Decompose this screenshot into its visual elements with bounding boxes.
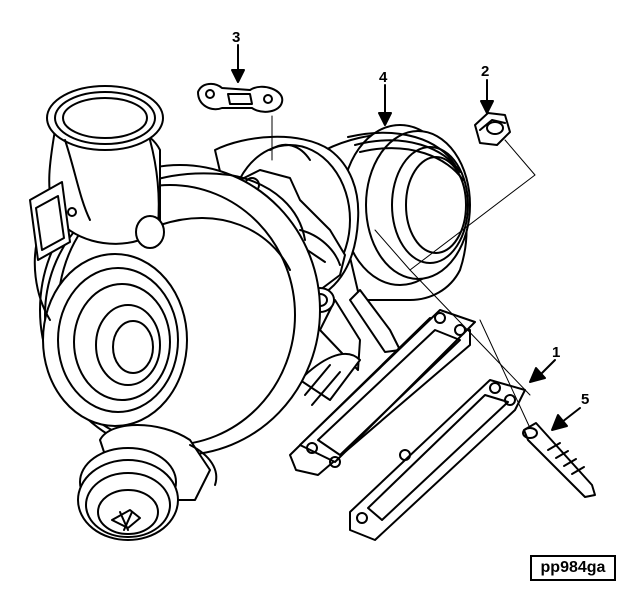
callout-arrowhead-2 [480,100,494,114]
leader-lines [271,115,536,429]
figure-reference-label: pp984ga [530,555,616,581]
callout-arrows [231,44,581,431]
callout-arrow-1 [539,359,556,376]
callout-label-1: 1 [552,344,560,361]
turbine-housing-body [324,124,471,301]
callout-arrowhead-4 [378,112,392,126]
callout-arrowhead-3 [231,69,245,83]
turbine-outlet-flange [289,309,476,476]
callout-label-2: 2 [481,63,489,80]
compressor-inlet-elbow [29,85,165,261]
callout-arrow-5 [561,407,581,423]
mounting-bracket [319,289,401,371]
mounting-stud [522,422,596,498]
callout-arrowhead-5 [551,414,568,431]
callout-label-5: 5 [581,391,589,408]
wastegate-actuator [77,424,218,541]
oil-inlet-gasket [197,82,284,113]
exhaust-outlet-gasket [349,379,526,541]
callout-arrowhead-1 [529,367,546,383]
callout-label-3: 3 [232,29,240,46]
callout-label-4: 4 [379,69,388,86]
compressor-housing [33,164,321,456]
